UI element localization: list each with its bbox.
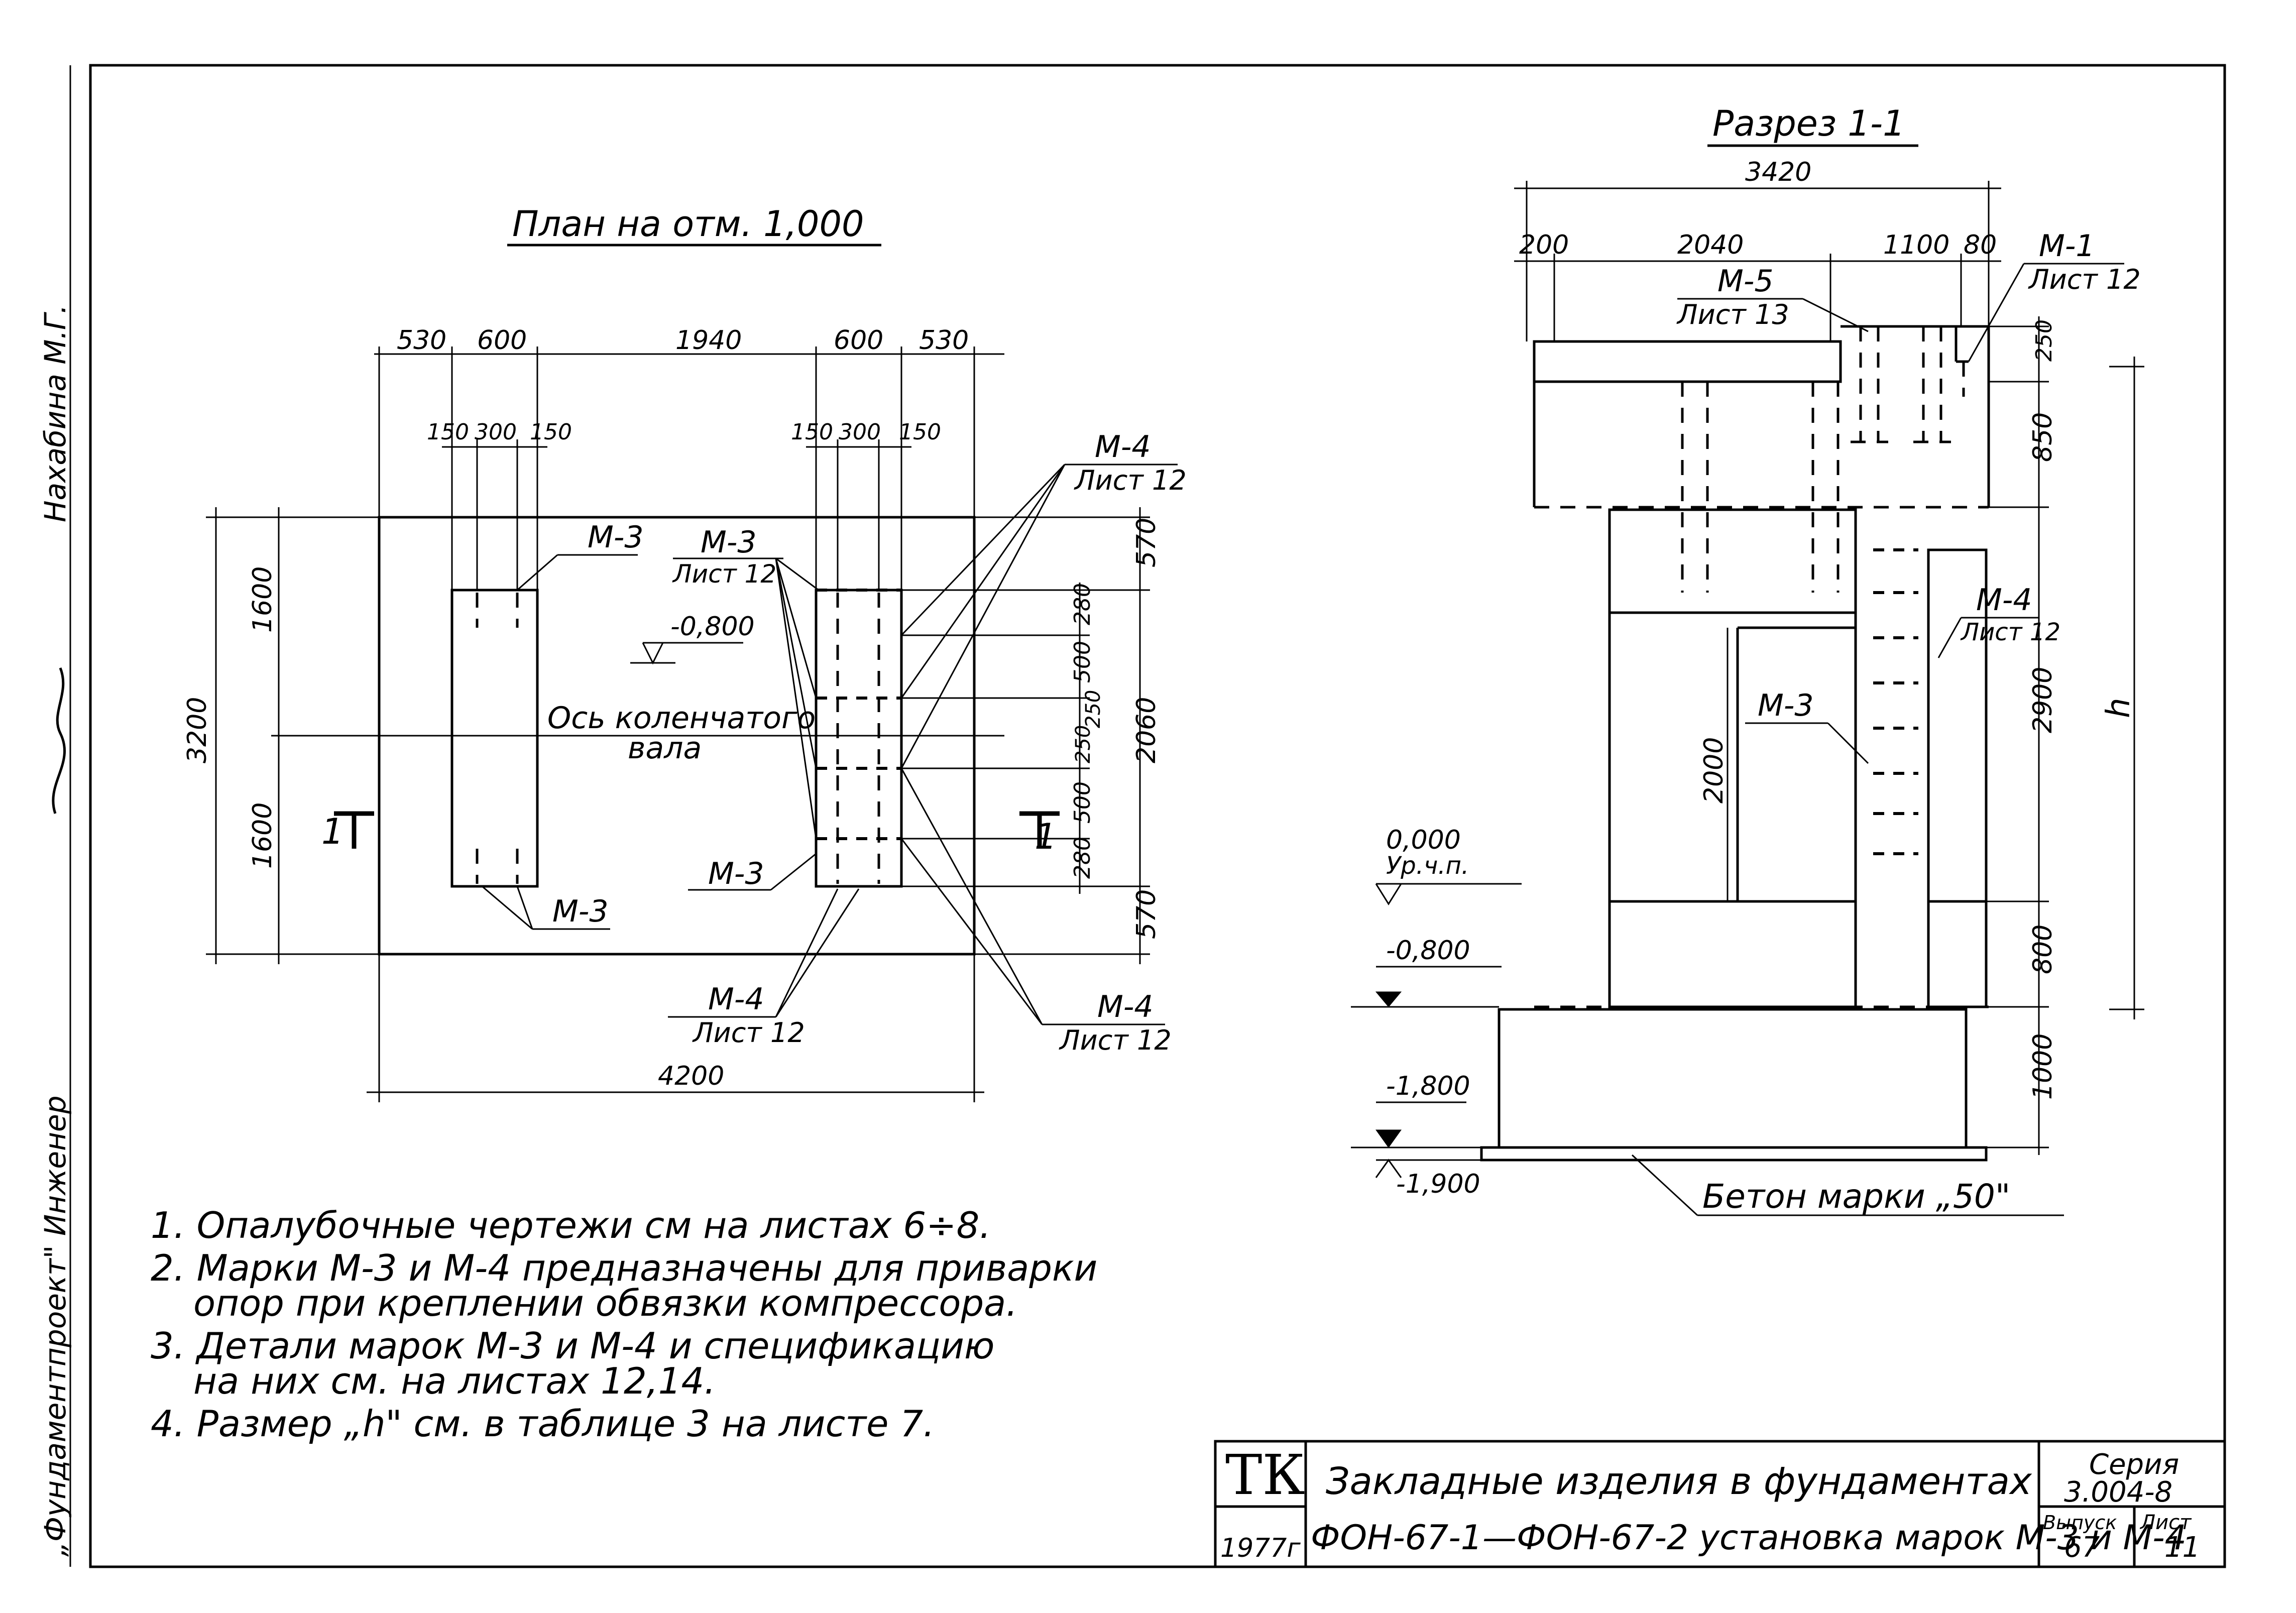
plan-dim-inner-right-3: 150 — [899, 419, 941, 445]
side-stamp-checked: Нахабина М.Г. — [38, 304, 72, 522]
plan-mark-m4-top-sheet: Лист 12 — [1074, 465, 1187, 496]
section-mark-m3: М-3 — [1758, 688, 1814, 723]
section-mark-m4-sheet: Лист 12 — [1960, 618, 2060, 646]
plan-mark-m3-top: М-3 — [588, 520, 644, 555]
plan-dim-right-mid: 2060 — [1131, 697, 1162, 763]
plan-mark-m4-top: М-4 — [1095, 429, 1151, 465]
plan-mark-m4-bottom-right: М-4 — [1097, 989, 1154, 1024]
section-dim-inner: 2000 — [1699, 737, 1729, 803]
note-3b: на них см. на листах 12,14. — [193, 1360, 716, 1402]
plan-dim-top-2: 600 — [477, 325, 527, 356]
plan-dim-right-bottom: 570 — [1131, 889, 1162, 939]
plan-mark-m3-bottom-left: М-3 — [552, 894, 609, 929]
section-base — [1498, 1008, 1968, 1149]
note-4: 4. Размер „h" см. в таблице 3 на листе 7… — [151, 1403, 935, 1445]
section-mark-m4: М-4 — [1976, 583, 2032, 618]
plan-level: -0,800 — [670, 612, 755, 642]
plan-level-mark — [642, 642, 664, 665]
section-dim-top-3: 1100 — [1883, 230, 1949, 260]
plan-dim-inner-left-1: 150 — [427, 419, 469, 445]
plan-dim-inner-left-2: 300 — [475, 419, 517, 445]
side-stamp-org: „Фундаментпроект" Инженер — [38, 1095, 72, 1557]
plan-axis-label-2: вала — [628, 731, 702, 766]
plan-dim-inner-right-2: 300 — [839, 419, 881, 445]
plan-dim-inner-left-3: 150 — [530, 419, 572, 445]
section-dim-top-1: 200 — [1519, 230, 1569, 260]
section-dim-h: h — [2100, 698, 2137, 718]
plan-dim-left-total: 3200 — [182, 697, 212, 763]
section-level-1-mark — [1375, 991, 1402, 1007]
section-level-0-mark — [1375, 883, 1402, 905]
sheet-frame — [89, 64, 2226, 1568]
plan-dim-right-inner-2: 500 — [1070, 641, 1095, 683]
title-block-title-1: Закладные изделия в фундаментах — [1326, 1460, 2032, 1503]
note-1: 1. Опалубочные чертежи см на листах 6÷8. — [151, 1204, 991, 1246]
title-block — [1214, 1440, 2226, 1568]
section-level-2: -1,800 — [1386, 1071, 1470, 1101]
section-level-1: -0,800 — [1386, 936, 1470, 966]
plan-axis-label-1: Ось коленчатого — [547, 701, 816, 736]
plan-dim-right-inner-3: 250 — [1082, 690, 1105, 728]
plan-title: План на отм. 1,000 — [512, 203, 864, 245]
section-dim-top-2: 2040 — [1677, 230, 1744, 260]
plan-right-opening — [815, 589, 903, 888]
section-top-slab — [1533, 340, 1842, 383]
plan-mark-m4-bottom-mid: М-4 — [708, 982, 764, 1017]
section-concrete-label: Бетон марки „50" — [1702, 1177, 2010, 1216]
note-2: 2. Марки М-3 и М-4 предназначены для при… — [151, 1247, 1097, 1289]
section-dim-top-4: 80 — [1964, 230, 1997, 260]
section-level-0: 0,000 — [1386, 825, 1461, 855]
section-mark-m1-sheet: Лист 12 — [2028, 264, 2141, 295]
plan-mark-m4-bottom-mid-sheet: Лист 12 — [692, 1017, 805, 1049]
note-3: 3. Детали марок М-3 и М-4 и спецификацию — [151, 1325, 995, 1367]
side-signature — [52, 667, 66, 814]
plan-dim-left-bottom: 1600 — [248, 802, 278, 869]
section-dim-total: 3420 — [1745, 157, 1811, 187]
title-block-sheet-value: 11 — [2164, 1531, 2200, 1564]
title-block-title-2: ФОН-67-1—ФОН-67-2 установка марок М-3 и … — [1311, 1518, 2187, 1558]
note-2b: опор при креплении обвязки компрессора. — [193, 1282, 1017, 1324]
plan-left-opening — [450, 589, 539, 888]
section-dim-right-3: 2900 — [2028, 667, 2058, 733]
plan-mark-m3-mid-right: М-3 — [708, 856, 764, 891]
section-left-column — [1608, 508, 1857, 1008]
section-level-3-mark — [1375, 1159, 1402, 1178]
section-dim-right-2: 850 — [2028, 412, 2058, 462]
section-concrete-prep — [1480, 1146, 1988, 1162]
plan-dim-right-inner-5: 500 — [1070, 781, 1095, 824]
section-level-2-mark — [1375, 1129, 1402, 1148]
section-dim-right-1: 250 — [2031, 319, 2057, 362]
title-block-series-label: Серия — [2089, 1448, 2179, 1481]
title-block-issue-label: Выпуск — [2043, 1512, 2117, 1534]
section-level-0-sub: Ур.ч.п. — [1386, 852, 1469, 880]
plan-dim-top-5: 530 — [919, 325, 969, 356]
plan-mark-m3-top-right: М-3 — [701, 525, 757, 560]
title-block-sheet-label: Лист — [2139, 1511, 2192, 1534]
title-block-year: 1977г — [1220, 1533, 1301, 1563]
plan-dim-right-top: 570 — [1131, 518, 1162, 567]
section-mark-m5: М-5 — [1717, 264, 1774, 299]
section-level-3: -1,900 — [1396, 1169, 1480, 1199]
plan-dim-inner-right-1: 150 — [791, 419, 833, 445]
plan-mark-m4-bottom-right-sheet: Лист 12 — [1059, 1024, 1172, 1056]
plan-dim-top-4: 600 — [834, 325, 883, 356]
title-block-logo: ТК — [1225, 1443, 1305, 1507]
plan-dim-right-inner-1: 280 — [1070, 583, 1095, 625]
section-dim-right-5: 1000 — [2028, 1033, 2058, 1100]
section-title: Разрез 1-1 — [1712, 103, 1905, 144]
plan-dim-right-inner-4: 250 — [1072, 725, 1095, 763]
plan-dim-top-1: 530 — [397, 325, 446, 356]
plan-dim-top-3: 1940 — [675, 325, 742, 356]
plan-section-mark-left: 1 — [321, 811, 344, 852]
section-dim-right-4: 800 — [2028, 925, 2058, 974]
title-block-issue-value: 67 — [2064, 1531, 2100, 1564]
section-mark-m1: М-1 — [2039, 228, 2095, 264]
plan-dim-right-inner-6: 280 — [1070, 837, 1095, 879]
plan-dim-bottom: 4200 — [658, 1061, 724, 1091]
plan-mark-m3-top-right-sheet: Лист 12 — [672, 559, 776, 589]
title-block-series-value: 3.004-8 — [2064, 1476, 2172, 1509]
plan-dim-left-top: 1600 — [248, 566, 278, 633]
section-mark-m5-sheet: Лист 13 — [1676, 299, 1789, 330]
